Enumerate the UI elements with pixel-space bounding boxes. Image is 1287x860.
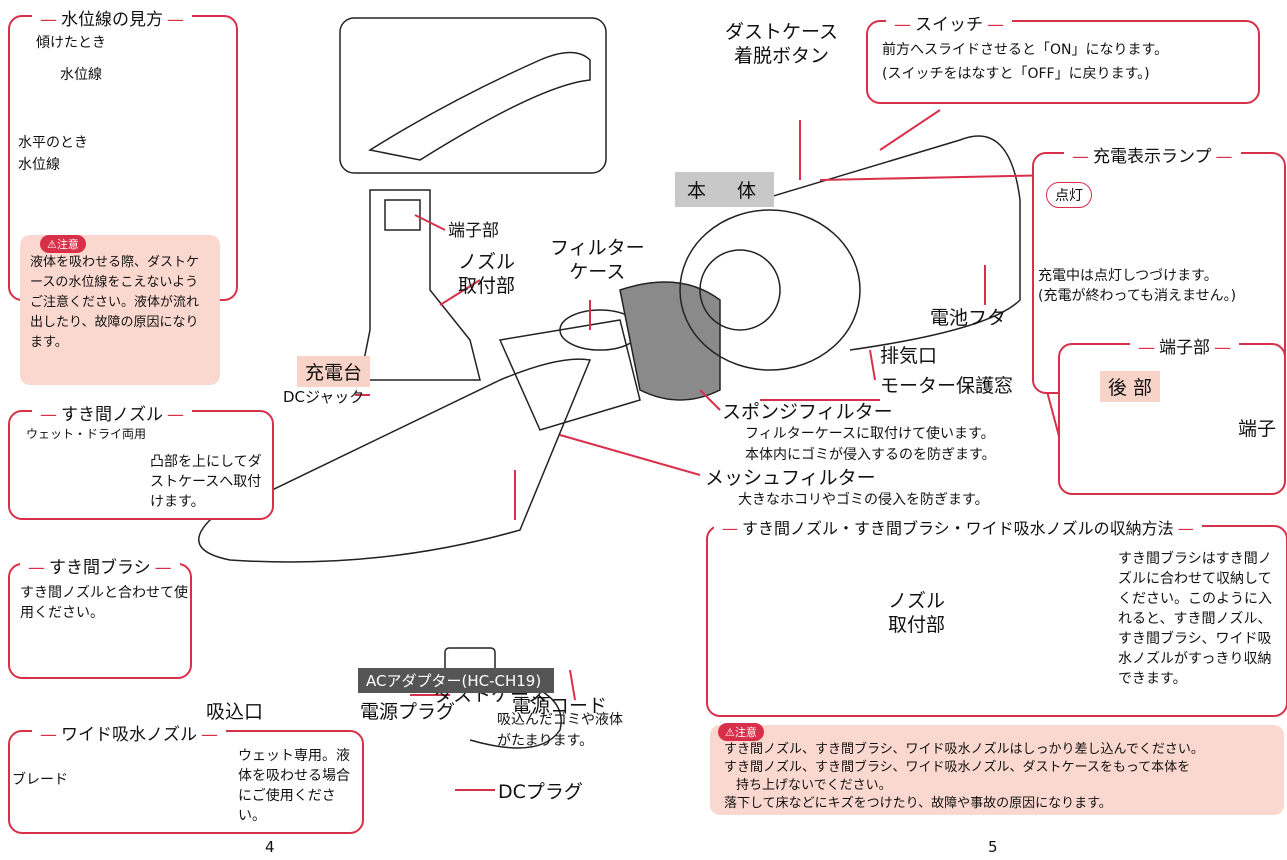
body-label: 本 体 xyxy=(675,172,775,207)
page-number-left: 4 xyxy=(265,838,275,856)
wide-nozzle-text: ウェット専用。液体を吸わせる場合にご使用ください。 xyxy=(238,748,350,824)
release-line2: 着脱ボタン xyxy=(734,45,830,67)
charge-lamp-line1: 充電中は点灯しつづけます。 xyxy=(1038,268,1218,284)
dc-plug-label: DCプラグ xyxy=(498,781,583,803)
charge-lamp-line2: (充電が終わっても消えません。) xyxy=(1038,288,1237,304)
bottom-caution-line3: 持ち上げないでください。 xyxy=(736,778,892,793)
storage-nozzle-line2: 取付部 xyxy=(888,614,946,636)
nozzle-mount-label: ノズル 取付部 xyxy=(458,250,515,298)
terminal-label-right: 端子 xyxy=(1238,418,1277,440)
terminal-box: 端子部 後 部 端子 xyxy=(1058,333,1286,495)
wide-nozzle-title: ワイド吸水ノズル xyxy=(32,720,226,745)
gap-nozzle-text: 凸部を上にしてダストケースへ取付けます。 xyxy=(150,454,262,510)
filter-case-line2: ケース xyxy=(569,261,626,283)
switch-line1: 前方へスライドさせると「ON」になります。 xyxy=(882,42,1169,58)
gap-brush-text: すき間ノズルと合わせて使用ください。 xyxy=(20,585,188,621)
bottom-caution-line4: 落下して床などにキズをつけたり、故障や事故の原因になります。 xyxy=(724,796,1112,811)
charge-lamp-title: 充電表示ランプ xyxy=(1064,142,1241,167)
bottom-caution-line2: すき間ノズル、すき間ブラシ、ワイド吸水ノズル、ダストケースをもって本体を xyxy=(724,760,1191,775)
level-label: 水平のとき xyxy=(18,135,88,151)
storage-nozzle-line1: ノズル xyxy=(888,590,946,612)
bottom-caution-badge: ⚠注意 xyxy=(718,723,764,741)
exhaust-label: 排気口 xyxy=(880,345,938,367)
motor-window-label: モーター保護窓 xyxy=(880,375,1014,397)
gap-brush-box: すき間ブラシ すき間ノズルと合わせて使用ください。 xyxy=(8,553,192,679)
switch-title: スイッチ xyxy=(886,10,1012,35)
switch-line2: (スイッチをはなすと「OFF」に戻ります。) xyxy=(882,66,1150,82)
storage-box: すき間ノズル・すき間ブラシ・ワイド吸水ノズルの収納方法 ノズル 取付部 すき間ブ… xyxy=(706,515,1287,717)
storage-nozzle-mount: ノズル 取付部 xyxy=(888,589,945,637)
dust-case-desc2: がたまります。 xyxy=(497,733,594,749)
wide-nozzle-box: ワイド吸水ノズル ブレード ウェット専用。液体を吸わせる場合にご使用ください。 xyxy=(8,720,364,834)
terminal-box-title: 端子部 xyxy=(1130,333,1239,358)
mesh-line1: 大きなホコリやゴミの侵入を防ぎます。 xyxy=(738,492,989,508)
terminal-label: 端子部 xyxy=(448,221,499,241)
dust-case-desc1: 吸込んだゴミや液体 xyxy=(497,712,623,728)
dc-jack-label: DCジャック xyxy=(283,388,365,406)
filter-case-label: フィルター ケース xyxy=(550,236,645,284)
storage-title: すき間ノズル・すき間ブラシ・ワイド吸水ノズルの収納方法 xyxy=(714,515,1202,539)
nozzle-mount-line2: 取付部 xyxy=(458,275,516,297)
release-line1: ダストケース xyxy=(725,21,839,43)
bottom-caution: ⚠注意 すき間ノズル、すき間ブラシ、ワイド吸水ノズルはしっかり差し込んでください… xyxy=(710,723,1284,815)
waterline-box-title: 水位線の見方 xyxy=(32,5,192,30)
gap-nozzle-box: すき間ノズル ウェット・ドライ両用 凸部を上にしてダストケースへ取付けます。 xyxy=(8,400,274,520)
gap-nozzle-title: すき間ノズル xyxy=(32,400,192,425)
waterline-label-1: 水位線 xyxy=(60,67,102,83)
intake-label: 吸込口 xyxy=(206,701,264,723)
nozzle-mount-line1: ノズル xyxy=(458,251,516,273)
sponge-line1: フィルターケースに取付けて使います。 xyxy=(745,426,995,442)
battery-cover-label: 電池フタ xyxy=(930,307,1007,329)
switch-box: スイッチ 前方へスライドさせると「ON」になります。 (スイッチをはなすと「OF… xyxy=(866,10,1260,104)
mesh-filter-label: メッシュフィルター xyxy=(705,467,876,489)
blade-label: ブレード xyxy=(12,772,68,788)
tilted-label: 傾けたとき xyxy=(36,35,106,51)
storage-text: すき間ブラシはすき間ノズルに合わせて収納してください。このように入れると、すき間… xyxy=(1118,551,1272,687)
lit-label: 点灯 xyxy=(1046,182,1092,208)
caution-badge: ⚠注意 xyxy=(40,235,86,253)
gap-nozzle-sub: ウェット・ドライ両用 xyxy=(26,427,147,441)
power-cord-label: 電源コード xyxy=(512,695,608,717)
dust-case-release-label: ダストケース 着脱ボタン xyxy=(725,20,838,68)
sponge-filter-label: スポンジフィルター xyxy=(722,401,893,423)
adapter-title: ACアダプター(HC-CH19) xyxy=(358,668,554,693)
bottom-caution-line1: すき間ノズル、すき間ブラシ、ワイド吸水ノズルはしっかり差し込んでください。 xyxy=(724,742,1204,757)
rear-label: 後 部 xyxy=(1100,371,1161,402)
charger-name: 充電台 xyxy=(297,356,371,387)
gap-brush-title: すき間ブラシ xyxy=(20,553,180,578)
waterline-label-2: 水位線 xyxy=(18,157,60,173)
waterline-caution: ⚠注意 液体を吸わせる際、ダストケースの水位線をこえないようご注意ください。液体… xyxy=(20,235,220,385)
power-plug-label: 電源プラグ xyxy=(360,701,456,723)
sponge-line2: 本体内にゴミが侵入するのを防ぎます。 xyxy=(745,447,996,463)
page-number-right: 5 xyxy=(988,838,998,856)
waterline-box: 水位線の見方 傾けたとき 水位線 水平のとき 水位線 ⚠注意 液体を吸わせる際、… xyxy=(8,5,238,385)
filter-case-line1: フィルター xyxy=(550,237,645,259)
caution-text: 液体を吸わせる際、ダストケースの水位線をこえないようご注意ください。液体が流れ出… xyxy=(30,255,200,350)
